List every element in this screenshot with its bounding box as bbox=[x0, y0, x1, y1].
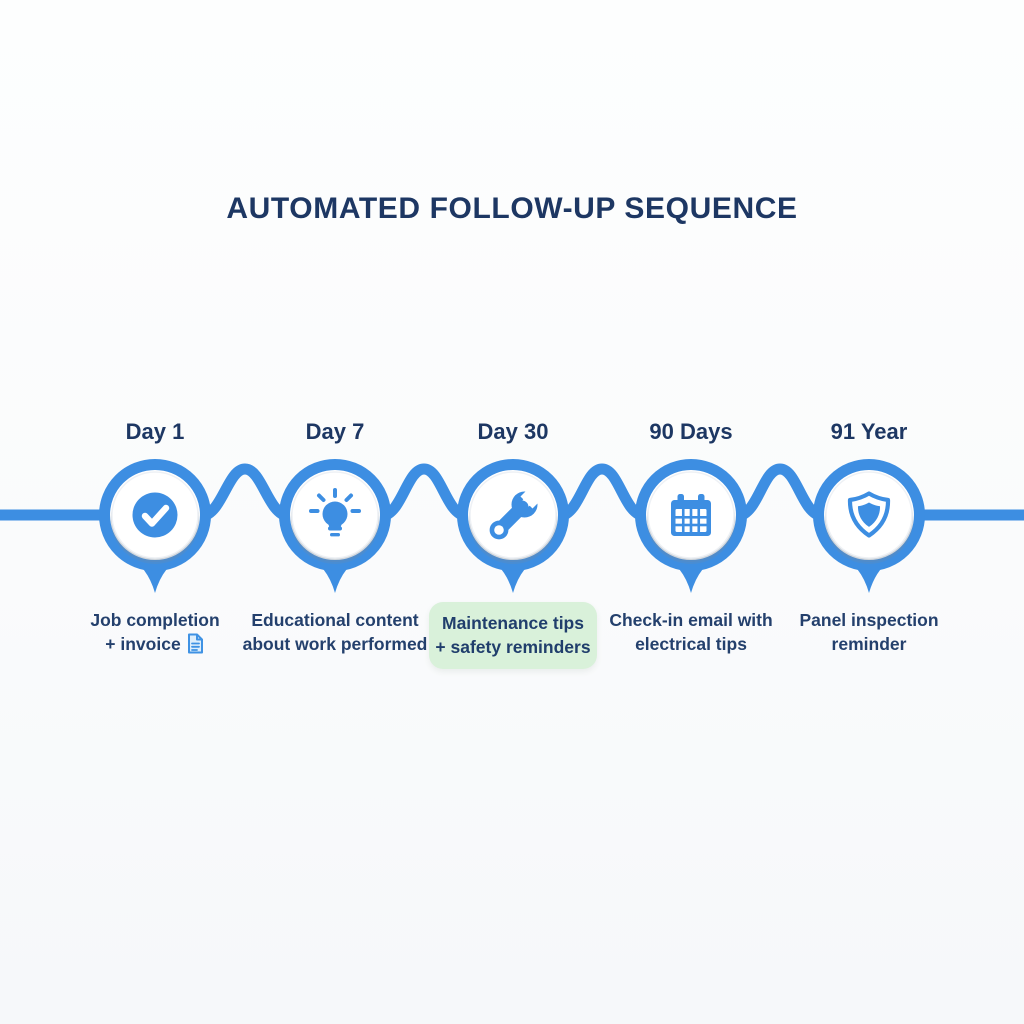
caption-line: Educational content bbox=[251, 610, 419, 630]
calendar-icon bbox=[671, 494, 711, 536]
milestone-node-day-7 bbox=[279, 459, 391, 593]
milestone-node-day-30 bbox=[457, 459, 569, 593]
shield-icon bbox=[847, 491, 891, 538]
caption-line: Check-in email with bbox=[609, 610, 773, 630]
caption-line: + invoice bbox=[55, 632, 255, 656]
document-icon bbox=[187, 633, 203, 654]
caption-line: Maintenance tips bbox=[442, 613, 584, 633]
caption-line: Panel inspection bbox=[799, 610, 939, 630]
caption-day-7: Educational content about work performed bbox=[235, 608, 435, 656]
highlight-pill-day-30: Maintenance tips + safety reminders bbox=[429, 602, 597, 669]
caption-line: electrical tips bbox=[635, 634, 747, 654]
page-title: AUTOMATED FOLLOW-UP SEQUENCE bbox=[226, 192, 798, 225]
caption-line: about work performed bbox=[242, 634, 428, 654]
day-label-90-days: 90 Days bbox=[649, 419, 733, 444]
caption-90-days: Check-in email with electrical tips bbox=[591, 608, 791, 656]
wrench-icon bbox=[489, 486, 543, 540]
caption-line: Job completion bbox=[90, 610, 220, 630]
day-label-91-year: 91 Year bbox=[830, 419, 908, 444]
milestone-node-90-days bbox=[635, 459, 747, 593]
caption-day-1: Job completion + invoice bbox=[55, 608, 255, 656]
day-label-day-1: Day 1 bbox=[125, 419, 185, 444]
milestone-node-91-year bbox=[813, 459, 925, 593]
lightbulb-icon bbox=[309, 488, 361, 537]
day-label-day-30: Day 30 bbox=[477, 419, 549, 444]
caption-line: + safety reminders bbox=[435, 637, 591, 657]
caption-line: reminder bbox=[831, 634, 907, 654]
milestone-node-day-1 bbox=[99, 459, 211, 593]
day-label-day-7: Day 7 bbox=[305, 419, 365, 444]
caption-91-year: Panel inspection reminder bbox=[769, 608, 969, 656]
check-icon bbox=[132, 492, 178, 538]
